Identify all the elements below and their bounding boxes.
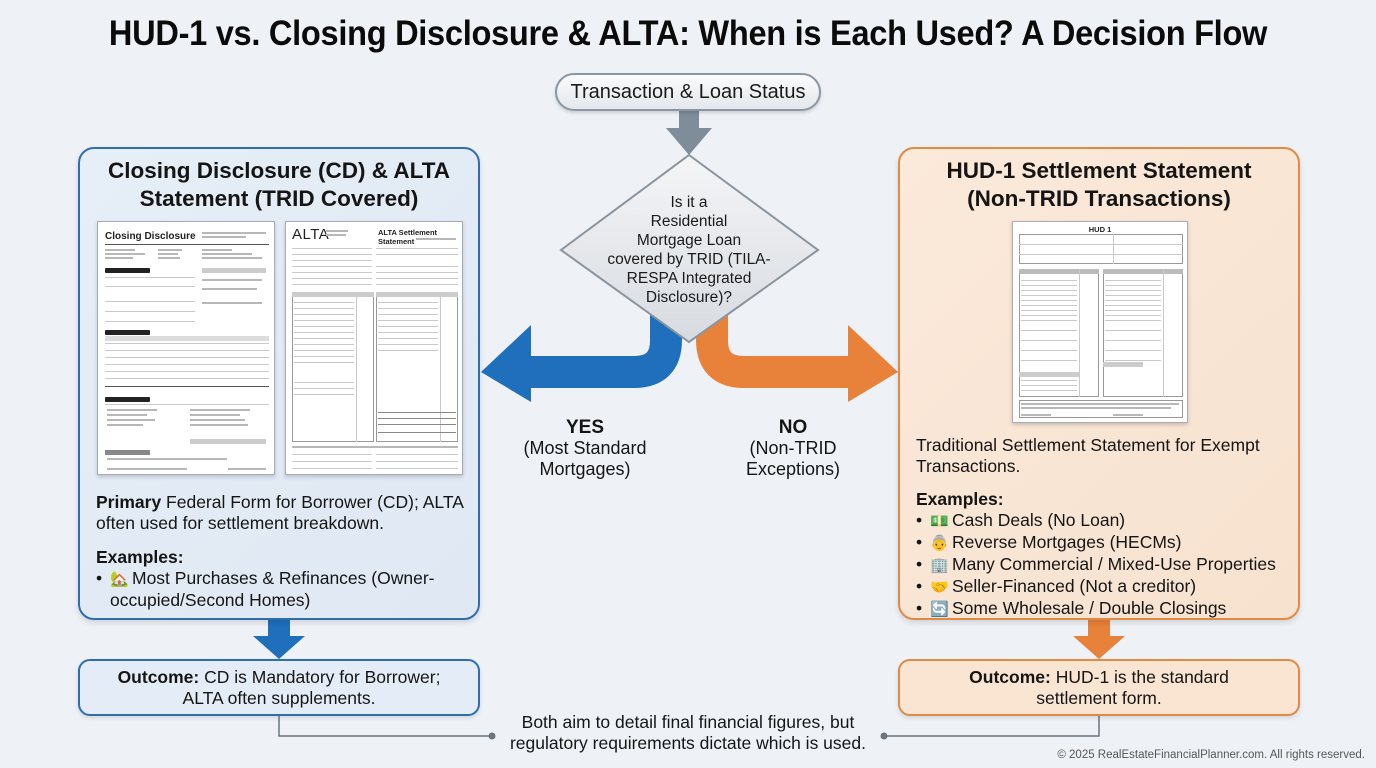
decision-line: Disclosure)?: [645, 289, 733, 306]
trid-examples-list: 🏡Most Purchases & Refinances (Owner-occu…: [96, 568, 456, 611]
example-text: Reverse Mortgages (HECMs): [952, 532, 1182, 552]
example-text: Cash Deals (No Loan): [952, 510, 1126, 530]
office-building-icon: 🏢: [930, 556, 949, 574]
hud-doc-title: HUD 1: [1088, 225, 1112, 234]
example-text: Most Purchases & Refinances (Owner-occup…: [110, 568, 435, 610]
alta-doc-logo: ALTA: [292, 226, 330, 243]
list-item: 👵Reverse Mortgages (HECMs): [916, 532, 1296, 554]
trid-panel: Closing Disclosure (CD) & ALTA Statement…: [78, 147, 480, 620]
example-text: Some Wholesale / Double Closings: [952, 598, 1227, 618]
no-branch-label: NO (Non-TRID Exceptions): [718, 417, 868, 480]
start-arrow: [666, 111, 712, 155]
yes-sub-1: (Most Standard: [523, 438, 647, 458]
decision-question: Is it a Residential Mortgage Loan covere…: [585, 193, 793, 307]
trid-panel-description: Primary Federal Form for Borrower (CD); …: [96, 492, 466, 534]
closing-disclosure-form-image: Closing Disclosure: [97, 221, 275, 475]
cash-icon: 💵: [930, 512, 949, 530]
non-trid-panel-title: HUD-1 Settlement Statement (Non-TRID Tra…: [900, 157, 1298, 213]
footer-connector-right: [880, 716, 1100, 740]
yes-label: YES: [565, 417, 605, 438]
non-trid-outcome-box: Outcome: HUD-1 is the standard settlemen…: [898, 659, 1300, 716]
example-text: Seller-Financed (Not a creditor): [952, 576, 1197, 596]
decision-line: Residential: [650, 213, 728, 230]
no-sub-2: Exceptions): [745, 459, 841, 479]
trid-examples-heading: Examples:: [96, 547, 184, 567]
non-trid-panel-description: Traditional Settlement Statement for Exe…: [916, 435, 1260, 476]
yes-sub-2: Mortgages): [539, 459, 631, 479]
house-icon: 🏡: [110, 570, 129, 588]
non-trid-examples-heading: Examples:: [916, 489, 1004, 509]
left-outcome-arrow: [253, 620, 305, 659]
non-trid-panel: HUD-1 Settlement Statement (Non-TRID Tra…: [898, 147, 1300, 620]
yes-branch-label: YES (Most Standard Mortgages): [510, 417, 660, 480]
decision-line: Is it a: [670, 194, 708, 211]
decision-line: RESPA Integrated: [626, 270, 752, 287]
decision-line: Mortgage Loan: [636, 232, 742, 249]
example-text: Many Commercial / Mixed-Use Properties: [952, 554, 1276, 574]
page-title: HUD-1 vs. Closing Disclosure & ALTA: Whe…: [108, 14, 1268, 53]
title-line: (Non-TRID Transactions): [967, 186, 1231, 211]
title-line: Statement (TRID Covered): [139, 186, 419, 211]
no-label: NO: [778, 417, 808, 438]
no-arrow: [696, 300, 898, 402]
desc-bold: Primary: [96, 492, 162, 512]
outcome-label: Outcome:: [969, 666, 1051, 687]
desc-text: Federal Form for Borrower (CD); ALTA oft…: [96, 492, 463, 533]
footer-connector-left: [278, 716, 496, 740]
decision-line: covered by TRID (TILA-: [607, 251, 771, 268]
start-node: Transaction & Loan Status: [555, 73, 821, 111]
non-trid-examples-list: 💵Cash Deals (No Loan) 👵Reverse Mortgages…: [916, 510, 1296, 620]
list-item: 🤝Seller-Financed (Not a creditor): [916, 576, 1296, 598]
footer-note: Both aim to detail final financial figur…: [470, 712, 906, 754]
footer-note-line: regulatory requirements dictate which is…: [509, 733, 866, 753]
list-item: 🏡Most Purchases & Refinances (Owner-occu…: [96, 568, 456, 611]
alta-settlement-form-image: ALTA ALTA Settlement Statement: [285, 221, 463, 475]
outcome-value: CD is Mandatory for Borrower; ALTA often…: [182, 666, 441, 708]
elderly-person-icon: 👵: [930, 534, 949, 552]
title-line: Closing Disclosure (CD) & ALTA: [107, 158, 451, 183]
non-trid-outcome-text: Outcome: HUD-1 is the standard settlemen…: [964, 667, 1234, 709]
outcome-value: HUD-1 is the standard settlement form.: [1036, 666, 1229, 708]
list-item: 🔄Some Wholesale / Double Closings: [916, 598, 1296, 620]
right-outcome-arrow: [1073, 620, 1125, 659]
decision-diamond: [559, 153, 820, 344]
cd-doc-title: Closing Disclosure: [105, 231, 196, 242]
yes-arrow: [481, 300, 682, 402]
trid-outcome-box: Outcome: CD is Mandatory for Borrower; A…: [78, 659, 480, 716]
cycle-icon: 🔄: [930, 600, 949, 618]
copyright-notice: © 2025 RealEstateFinancialPlanner.com. A…: [1057, 749, 1365, 761]
trid-panel-title: Closing Disclosure (CD) & ALTA Statement…: [80, 157, 478, 213]
handshake-icon: 🤝: [930, 578, 949, 596]
list-item: 🏢Many Commercial / Mixed-Use Properties: [916, 554, 1296, 576]
outcome-label: Outcome:: [117, 666, 200, 687]
footer-note-line: Both aim to detail final financial figur…: [521, 712, 855, 732]
title-line: HUD-1 Settlement Statement: [946, 158, 1252, 183]
trid-outcome-text: Outcome: CD is Mandatory for Borrower; A…: [109, 667, 449, 709]
list-item: 💵Cash Deals (No Loan): [916, 510, 1296, 532]
hud-1-form-image: HUD 1: [1012, 221, 1188, 423]
alta-doc-title: ALTA Settlement Statement: [378, 228, 438, 246]
no-sub-1: (Non-TRID: [749, 438, 837, 458]
